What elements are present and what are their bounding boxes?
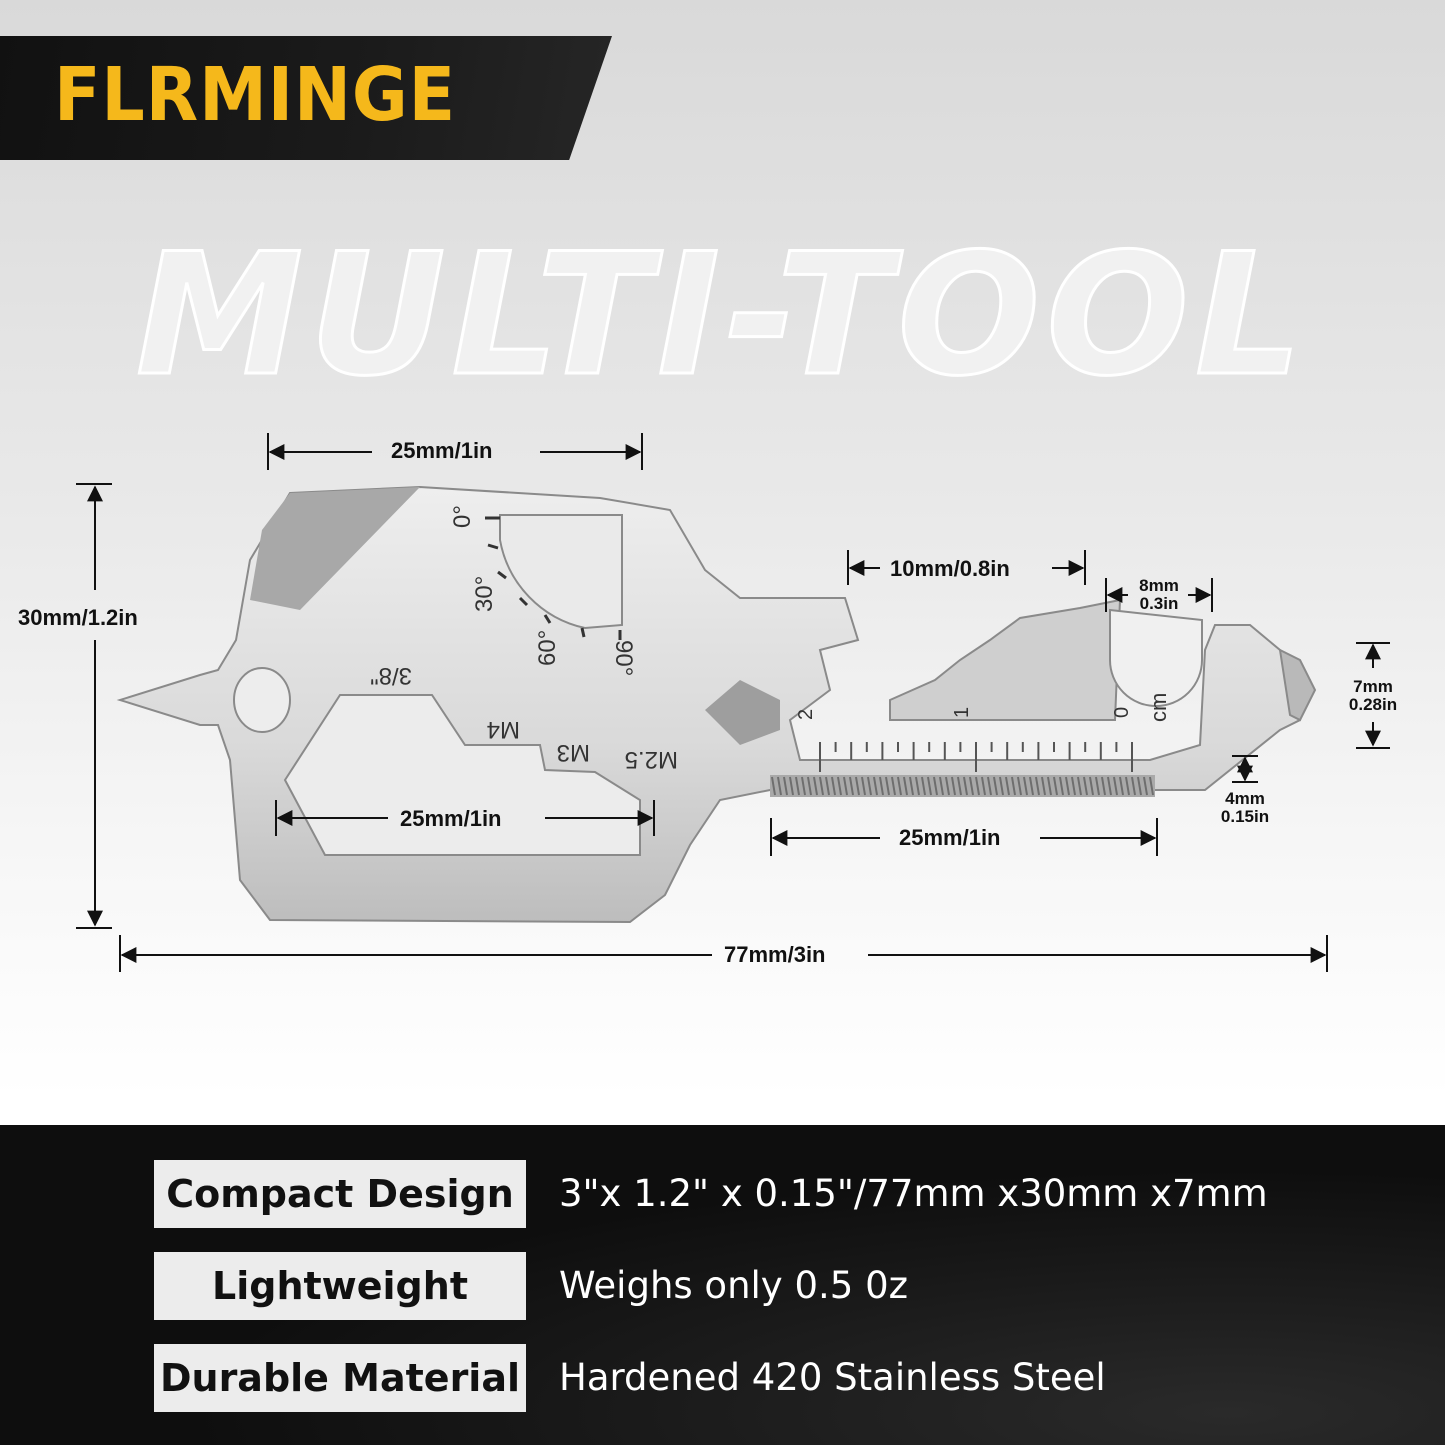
spec-label: Durable Material [154, 1344, 526, 1412]
dim-hex-label: 25mm/1in [400, 806, 502, 831]
angle-window [499, 514, 623, 630]
keyring-hole [233, 667, 291, 733]
dim-tip-mm: 7mm [1353, 677, 1393, 696]
spec-value: 3"x 1.2" x 0.15"/77mm x30mm x7mm [559, 1172, 1268, 1215]
slot-cutout [705, 680, 780, 745]
angle-90-label: 90° [610, 640, 637, 676]
dim-height-label: 30mm/1.2in [18, 605, 138, 630]
wrench-teeth [889, 598, 1122, 721]
spec-label: Compact Design [154, 1160, 526, 1228]
angle-60-label: 60° [534, 630, 561, 666]
ruler-unit-label: cm [1146, 693, 1171, 722]
spec-label: Lightweight [154, 1252, 526, 1320]
ruler-1-label: 1 [951, 707, 973, 718]
hex-3-8-label: 3/8" [370, 662, 412, 689]
hook-cutout [1109, 608, 1203, 707]
dim-tip-in: 0.28in [1348, 695, 1398, 714]
headline: MULTI-TOOL [134, 225, 1308, 395]
dim-tip-small-label: 4mm 0.15in [1210, 790, 1280, 826]
hex-wrench-opening [283, 694, 641, 856]
headline-text: MULTI-TOOL [136, 225, 1308, 395]
specs-panel: Compact Design 3"x 1.2" x 0.15"/77mm x30… [0, 1125, 1445, 1445]
m2-5-label: M2.5 [625, 746, 678, 773]
angle-0-label: 0° [449, 505, 476, 528]
m3-label: M3 [557, 739, 590, 766]
screwdriver-tip [1278, 648, 1317, 722]
spec-value: Weighs only 0.5 0z [559, 1264, 909, 1307]
ruler-2-label: 2 [795, 709, 817, 720]
dim-hook-label: 8mm 0.3in [1128, 577, 1190, 613]
dim-tip-label: 7mm 0.28in [1336, 678, 1410, 714]
ruler-0-label: 0 [1111, 707, 1133, 718]
m4-label: M4 [487, 716, 520, 743]
dim-slot-label: 10mm/0.8in [890, 556, 1010, 581]
dim-hook-mm: 8mm [1139, 576, 1179, 595]
dim-hook-in: 0.3in [1139, 594, 1179, 613]
saw-edge [770, 775, 1155, 797]
ruler-ticks [819, 742, 1133, 772]
spec-value: Hardened 420 Stainless Steel [559, 1356, 1106, 1399]
brand-logo: FLRMINGE [54, 52, 457, 138]
angle-30-label: 30° [471, 576, 498, 612]
dim-total-label: 77mm/3in [724, 942, 826, 967]
bevel-shade [250, 487, 420, 610]
dim-ruler-label: 25mm/1in [899, 825, 1001, 850]
multi-tool-illustration: 0° 30° 60° 90° 3/8" M4 M3 M2.5 2 1 0 cm [76, 433, 1390, 972]
dim-tip-small-in: 0.15in [1220, 807, 1270, 826]
brand-banner [0, 36, 612, 160]
dim-top-width-label: 25mm/1in [391, 438, 493, 463]
angle-ticks [485, 516, 622, 640]
dim-tip-small-mm: 4mm [1225, 789, 1265, 808]
